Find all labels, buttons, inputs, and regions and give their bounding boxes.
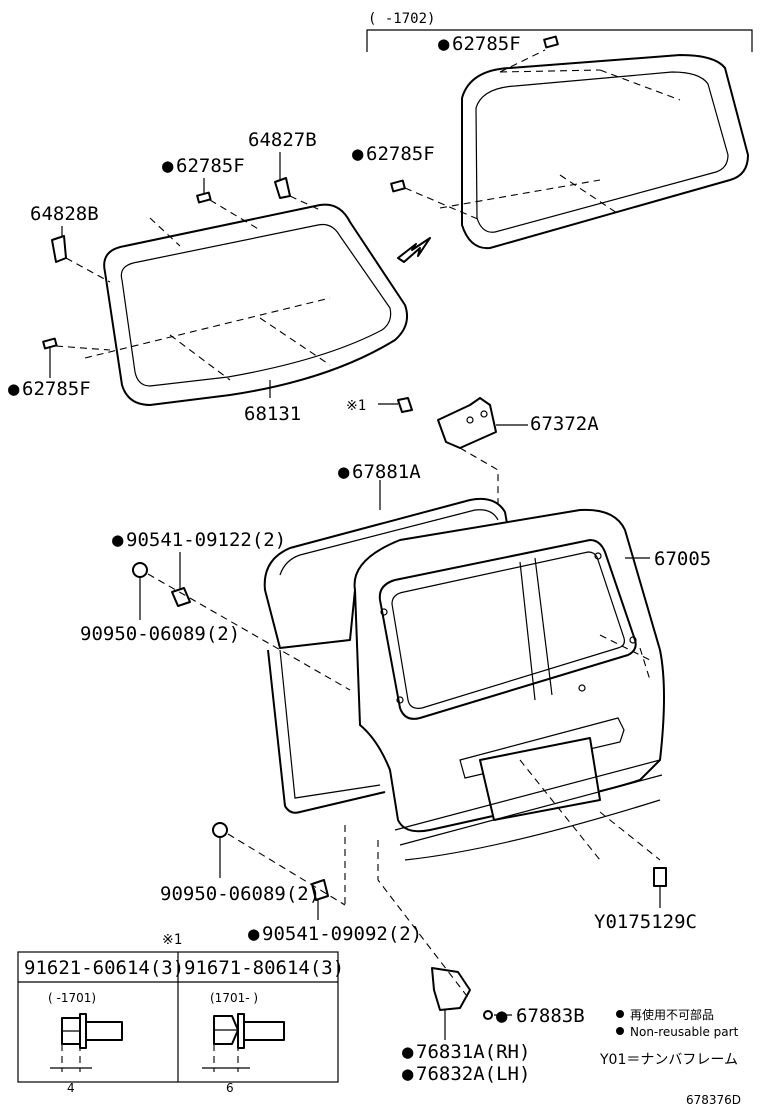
callout-67005: 67005 xyxy=(654,548,711,570)
clip-64827b-icon xyxy=(274,177,291,199)
callout-note-ref: ※1 xyxy=(346,398,366,414)
legend-y01-note: Y01＝ナンバフレーム xyxy=(599,1052,738,1068)
inset-col1-part: 91621-60614(3) xyxy=(24,957,184,979)
callout-90541-09092-bullet: ● xyxy=(248,923,260,945)
callout-90950-06089-upper: 90950-06089(2) xyxy=(80,623,240,645)
clip-62785f-right-icon xyxy=(390,179,406,193)
callout-76832a: 76832A(LH) xyxy=(416,1063,530,1085)
inset-col1-range: ( -1701) xyxy=(48,991,96,1005)
clip-62785f-top-icon xyxy=(543,35,559,49)
legend-reuse-jp: 再使用不可部品 xyxy=(630,1007,714,1022)
callout-90541-09122: 90541-09122(2) xyxy=(126,529,286,551)
legend-bullet-en-icon xyxy=(616,1027,624,1035)
callout-76832a-bullet: ● xyxy=(402,1063,414,1085)
callout-62785f-top: 62785F xyxy=(452,33,521,55)
clip-64828b-icon xyxy=(51,235,67,263)
callout-62785f-left-top: 62785F xyxy=(176,155,245,177)
bolt-91671-icon xyxy=(202,1013,285,1072)
cushion-upper xyxy=(132,552,351,691)
inset-col2-range: (1701- ) xyxy=(210,991,258,1005)
legend-reuse-en: Non-reusable part xyxy=(630,1025,739,1039)
callout-62785f-right-bullet: ● xyxy=(352,143,364,165)
callout-76831a-bullet: ● xyxy=(402,1041,414,1063)
callout-90541-09092: 90541-09092(2) xyxy=(262,923,422,945)
callout-62785f-left-top-bullet: ● xyxy=(162,155,174,177)
back-glass-68131 xyxy=(42,152,408,406)
bolt-91621-icon xyxy=(50,1013,123,1072)
clip-62785f-left-top-icon xyxy=(196,191,212,204)
replacement-arrow-icon xyxy=(397,237,431,263)
callout-67883b-bullet: ● xyxy=(496,1005,508,1027)
callout-76831a: 76831A(RH) xyxy=(416,1041,530,1063)
callout-62785f-top-bullet: ● xyxy=(438,33,450,55)
callout-67881a-bullet: ● xyxy=(338,461,350,483)
legend: 再使用不可部品 Non-reusable part Y01＝ナンバフレーム xyxy=(599,1007,739,1068)
hinge-67372a xyxy=(378,397,528,520)
hinge-bolt-icon xyxy=(397,397,413,413)
cushion-lower xyxy=(212,822,346,920)
inset-col1-dim: 4 xyxy=(67,1081,75,1095)
clip-62785f-left-bottom-icon xyxy=(42,337,58,350)
callout-62785f-left-bottom: 62785F xyxy=(22,378,91,400)
legend-bullet-icon xyxy=(616,1010,624,1018)
callout-64827b: 64827B xyxy=(248,129,317,151)
trim-76831a xyxy=(377,840,512,1040)
callout-62785f-right: 62785F xyxy=(366,143,435,165)
callout-67372a: 67372A xyxy=(530,413,599,435)
plate-bracket-icon xyxy=(653,867,667,887)
plate-y0175129c xyxy=(653,867,667,908)
callout-64828b: 64828B xyxy=(30,203,99,225)
inset-col2-dim: 6 xyxy=(226,1081,234,1095)
range-label-1702: ( -1702) xyxy=(368,11,435,27)
callout-68131: 68131 xyxy=(244,403,301,425)
cushion-90950-lower-icon xyxy=(212,822,228,838)
back-glass-upper xyxy=(390,35,749,250)
diagram-id: 678376D xyxy=(686,1093,741,1107)
screw-90541-09122-icon xyxy=(171,587,191,607)
inset-col2-part: 91671-80614(3) xyxy=(184,957,344,979)
callout-y0175129c: Y0175129C xyxy=(594,911,697,933)
callout-90950-06089-lower: 90950-06089(2) xyxy=(160,883,320,905)
callout-62785f-left-bottom-bullet: ● xyxy=(8,378,20,400)
inset-ref: ※1 xyxy=(162,932,182,948)
back-door-67005 xyxy=(353,508,665,861)
clip-67883b-icon xyxy=(483,1010,493,1020)
inset-table: ※1 91621-60614(3) 91671-80614(3) ( -1701… xyxy=(17,932,344,1095)
callout-67881a: 67881A xyxy=(352,461,421,483)
range-bracket-1702: ( -1702) xyxy=(366,11,753,52)
screw-90541-09092-icon xyxy=(311,879,329,901)
callout-90541-09122-bullet: ● xyxy=(112,529,124,551)
cushion-90950-upper-icon xyxy=(132,562,148,578)
callout-67883b: 67883B xyxy=(516,1005,585,1027)
